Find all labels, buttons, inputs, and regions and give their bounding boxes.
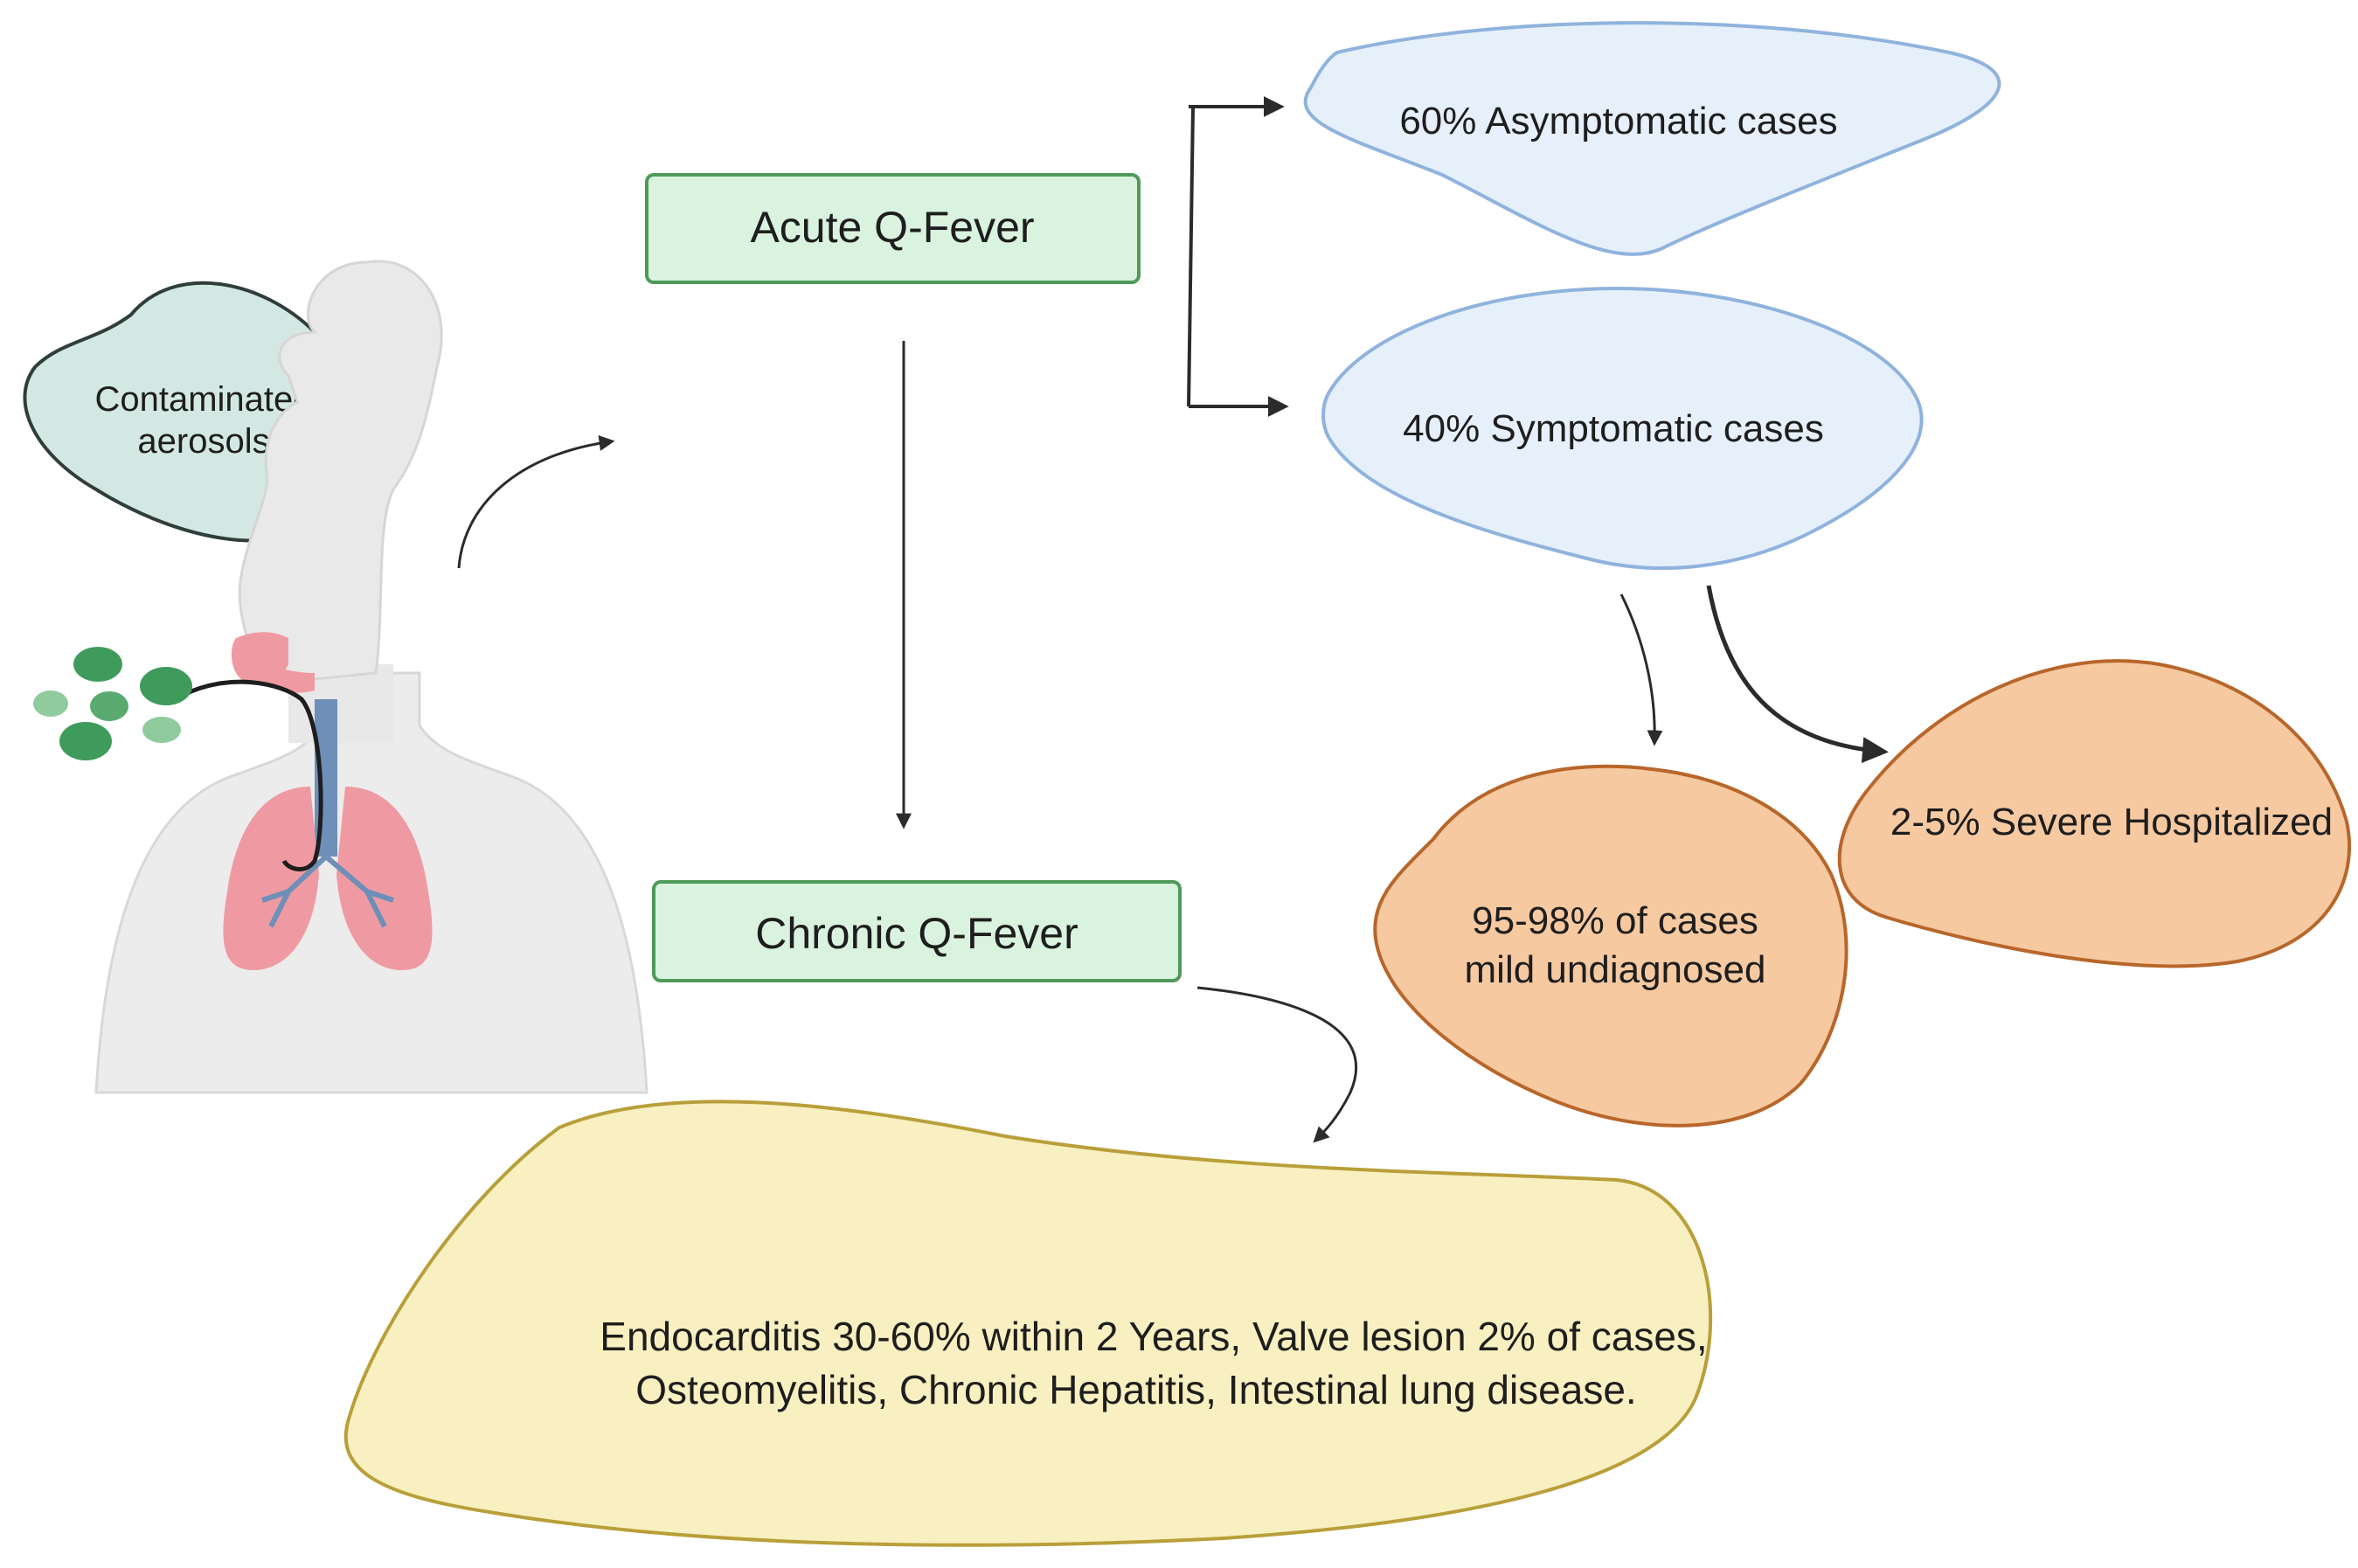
symptomatic-label: 40% Symptomatic cases [1403,407,1824,450]
chronic-qfever-box [652,880,1182,982]
acute-qfever-box [645,173,1141,284]
chronic-outcomes-blob [343,1100,1713,1547]
mild-label-line1: 95-98% of cases [1472,899,1758,942]
chronic-qfever-label: Chronic Q-Fever [755,909,1078,958]
chronic-outcomes-node: Endocarditis 30-60% within 2 Years, Valv… [343,1100,1713,1547]
chronic-outcomes-line1: Endocarditis 30-60% within 2 Years, Valv… [600,1314,1707,1359]
severe-blob [1837,659,2352,968]
severe-label: 2-5% Severe Hospitalized [1890,801,2333,843]
symptomatic-node: 40% Symptomatic cases [1321,286,1924,570]
chronic-qfever-node: Chronic Q-Fever [652,880,1182,982]
severe-node: 2-5% Severe Hospitalized [1837,659,2352,968]
arrow-to-mild [1619,593,1663,746]
arrow-to-severe [1706,585,1889,764]
symptomatic-blob [1321,286,1924,570]
asymptomatic-label: 60% Asymptomatic cases [1399,100,1837,142]
acute-qfever-label: Acute Q-Fever [750,203,1034,252]
acute-qfever-node: Acute Q-Fever [645,173,1141,284]
aerosols-label-line2: aerosols [137,422,269,461]
bracket-line [1187,106,1195,407]
chronic-outcomes-line2: Osteomyelitis, Chronic Hepatitis, Intest… [635,1367,1636,1412]
asymptomatic-node: 60% Asymptomatic cases [1303,21,2001,256]
mild-node: 95-98% of cases mild undiagnosed [1373,764,1848,1127]
arrow-chronic-to-outcomes [1196,986,1358,1143]
aerosols-label-line1: Contaminated [94,380,312,419]
aerosol-droplet-icon [33,647,192,760]
mild-label-line2: mild undiagnosed [1465,948,1766,991]
mild-blob [1373,764,1848,1127]
asymptomatic-blob [1303,21,2001,256]
arrow-aerosols-to-acute [457,435,615,569]
human-respiratory-icon [94,260,648,1094]
